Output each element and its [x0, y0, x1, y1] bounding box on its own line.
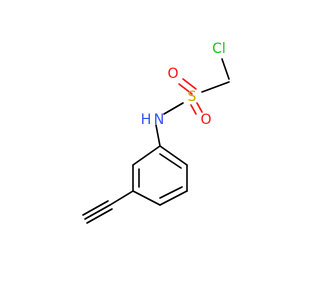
bond-s-o-top-1 — [182, 78, 197, 90]
bond-triple-2 — [82, 200, 109, 216]
bond-ring-c3-c4 — [159, 190, 188, 206]
atom-oxygen-bottom: O — [200, 112, 211, 128]
bond-s-o-bottom-1 — [190, 104, 197, 115]
bond-triple-3 — [86, 208, 113, 224]
bond-ring-c1-c2 — [159, 145, 188, 166]
bond-ring-alkyne — [109, 190, 134, 206]
atom-chlorine: Cl — [212, 41, 226, 57]
bond-cl-c — [221, 58, 230, 80]
atom-nitrogen: N — [154, 112, 164, 128]
bond-s-n — [163, 102, 184, 115]
bond-ring-inner-2 — [159, 186, 183, 199]
bond-s-o-top-2 — [178, 83, 193, 95]
atom-labels: Cl S O O N H — [141, 41, 226, 128]
bonds — [82, 58, 230, 224]
bond-n-c1 — [155, 124, 161, 147]
bond-triple-1 — [84, 204, 111, 220]
atom-oxygen-top: O — [167, 66, 178, 82]
atom-hydrogen: H — [141, 112, 152, 128]
bond-ring-c6-c1 — [132, 145, 161, 166]
bond-s-o-bottom-2 — [196, 102, 203, 113]
bond-c-s — [201, 81, 230, 93]
bond-ring-inner-1 — [159, 153, 182, 169]
atom-sulfur: S — [188, 89, 197, 105]
molecule-structure: Cl S O O N H — [82, 41, 230, 224]
bond-ring-c4-c5 — [132, 190, 161, 206]
